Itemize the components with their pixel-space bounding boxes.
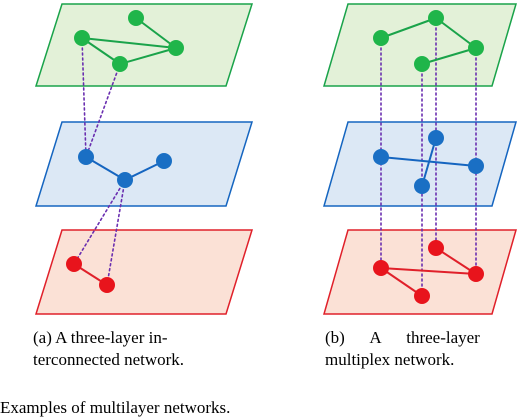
node: [112, 56, 128, 72]
node: [373, 149, 389, 165]
node: [414, 56, 430, 72]
node: [468, 40, 484, 56]
node: [117, 172, 133, 188]
node: [373, 260, 389, 276]
panel-a-red-nodes: [66, 256, 115, 293]
node: [428, 240, 444, 256]
panel-a-interlayer-links: [73, 37, 126, 286]
node: [428, 10, 444, 26]
panel-b-blue-layer: [323, 121, 517, 207]
panel-b-green-edges: [380, 17, 477, 65]
node: [468, 158, 484, 174]
panel-a-blue-nodes: [78, 149, 172, 188]
panel-b-blue-nodes: [373, 130, 484, 194]
panel-b: [322, 3, 518, 315]
node: [156, 153, 172, 169]
caption-b-line-1: (b) A three-layer: [325, 328, 480, 347]
node: [373, 30, 389, 46]
panel-b-red-nodes: [373, 240, 484, 304]
panel-a: [34, 3, 254, 315]
panel-b-blue-edges: [380, 137, 477, 187]
node: [78, 149, 94, 165]
panel-a-blue-layer: [34, 121, 254, 207]
panel-b-red-layer: [323, 229, 517, 315]
caption-a-line-1: (a) A three-layer in-: [33, 328, 168, 347]
node: [74, 30, 90, 46]
caption-b-line-2: multiplex network.: [325, 350, 455, 369]
panel-b-green-nodes: [373, 10, 484, 72]
node: [414, 288, 430, 304]
figure-caption-fragment: Examples of multilayer networks.: [0, 398, 231, 417]
panel-a-red-layer: [34, 229, 254, 315]
node: [128, 10, 144, 26]
node: [99, 277, 115, 293]
node: [428, 130, 444, 146]
node: [414, 178, 430, 194]
node: [168, 40, 184, 56]
panel-b-green-layer: [322, 3, 518, 87]
caption-a-line-2: terconnected network.: [33, 350, 185, 369]
panel-a-green-nodes: [74, 10, 184, 72]
node: [66, 256, 82, 272]
node: [468, 266, 484, 282]
